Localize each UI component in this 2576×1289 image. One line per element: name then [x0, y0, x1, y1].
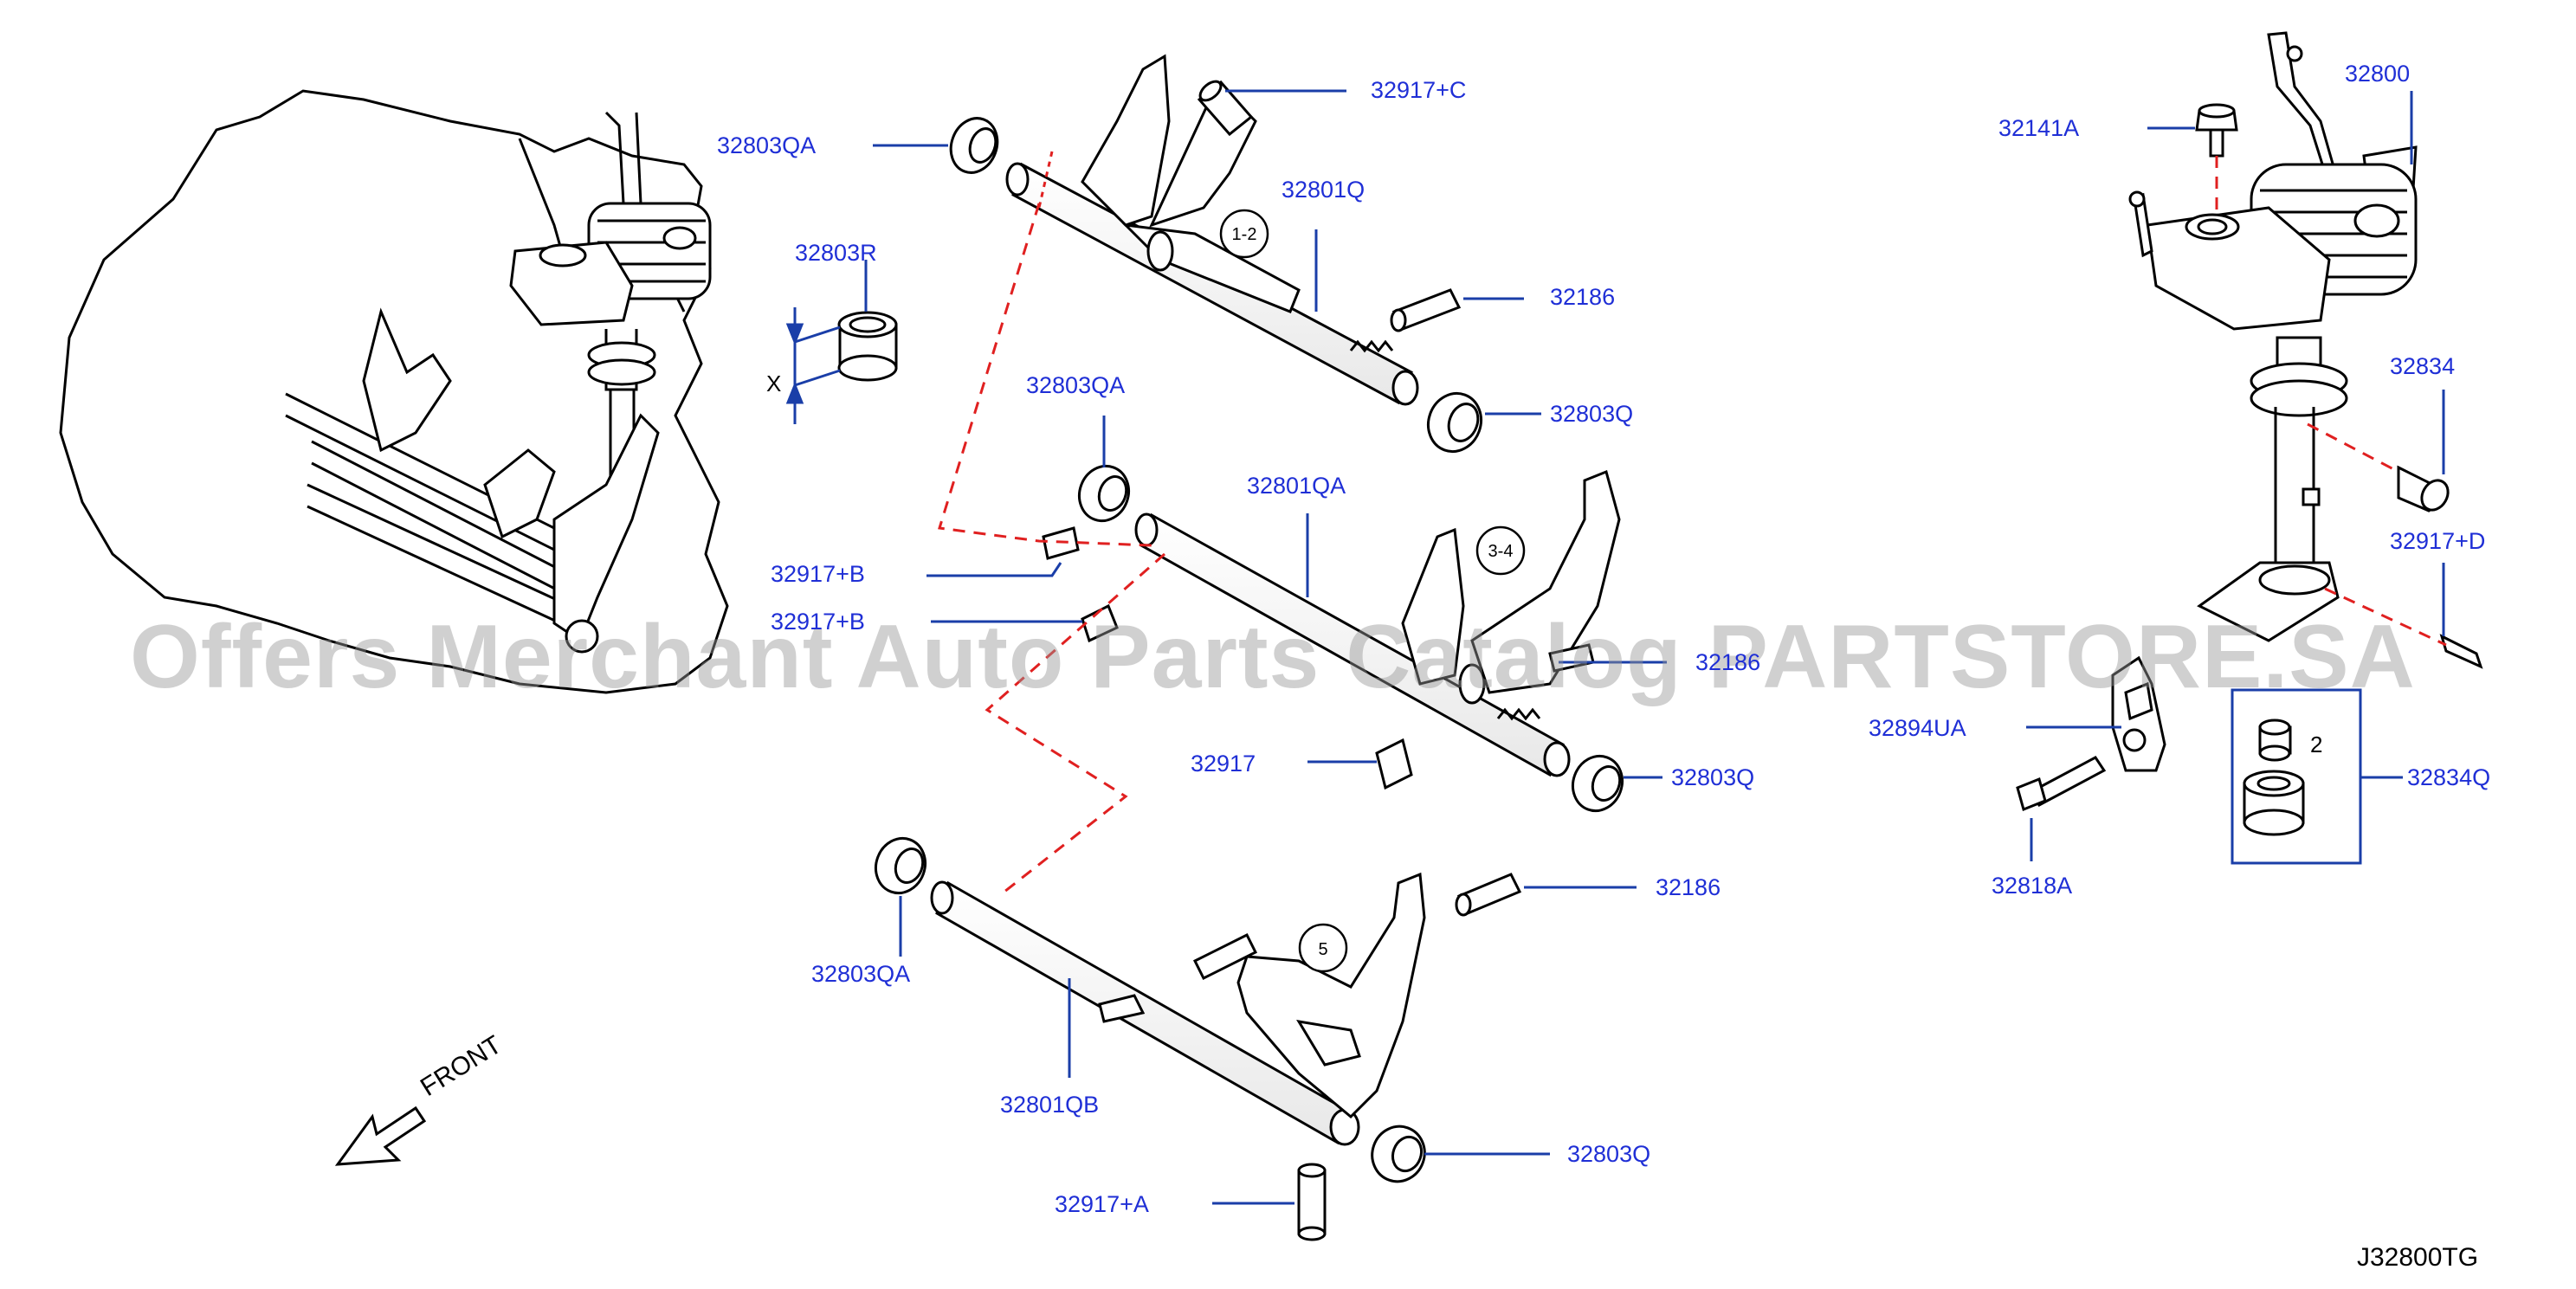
transmission-case [59, 89, 729, 694]
callout-32894ua[interactable]: 32894UA [1869, 715, 1966, 741]
kit-parts-32834q [2243, 719, 2305, 836]
callout-32803qa-bot[interactable]: 32803QA [811, 961, 911, 987]
gear-badge-5-label: 5 [1318, 940, 1327, 959]
callout-32834q[interactable]: 32834Q [2407, 764, 2491, 790]
callout-32917a[interactable]: 32917+A [1055, 1191, 1149, 1217]
pin-32917d [2439, 634, 2483, 669]
watermark-text: Offers Merchant Auto Parts Catalog PARTS… [130, 607, 2416, 707]
callout-32803qa-mid[interactable]: 32803QA [1026, 372, 1126, 398]
shift-rod-32801qb [930, 872, 1426, 1146]
callout-32917b-2[interactable]: 32917+B [771, 609, 865, 635]
callout-32917[interactable]: 32917 [1191, 751, 1256, 777]
callout-32818a[interactable]: 32818A [1992, 873, 2073, 899]
callout-32801qa[interactable]: 32801QA [1247, 473, 1346, 499]
callout-32801q[interactable]: 32801Q [1282, 177, 1365, 203]
shifter-assembly-32800 [2128, 31, 2418, 642]
bolt-32818a [2016, 756, 2107, 812]
callout-32834[interactable]: 32834 [2390, 353, 2456, 379]
gear-badge-3-4: 3-4 [1475, 525, 1526, 576]
bushings [837, 117, 1624, 1183]
callout-32803q-bot[interactable]: 32803Q [1567, 1141, 1651, 1167]
bolt-32834 [2397, 465, 2450, 512]
quantity-mark: 2 [2310, 732, 2323, 757]
diagram-code: J32800TG [2357, 1243, 2479, 1272]
leader-lines [785, 89, 2445, 1205]
gear-badge-3-4-label: 3-4 [1488, 542, 1514, 561]
gear-badge-1-2-label: 1-2 [1232, 225, 1257, 244]
callout-32186-top[interactable]: 32186 [1550, 284, 1616, 310]
callout-32800[interactable]: 32800 [2345, 61, 2411, 87]
gear-badge-1-2: 1-2 [1219, 209, 1269, 259]
bolt-32141a [2195, 103, 2238, 158]
shift-rod-32801qa [1134, 469, 1621, 777]
callout-32141a[interactable]: 32141A [1998, 115, 2080, 141]
front-arrow-icon [334, 1105, 427, 1166]
callout-32186-mid[interactable]: 32186 [1695, 649, 1761, 675]
callout-32917d[interactable]: 32917+D [2390, 528, 2486, 554]
callout-32803qa-top[interactable]: 32803QA [717, 132, 817, 158]
callout-32803q-top[interactable]: 32803Q [1550, 401, 1634, 427]
pins [1042, 80, 1595, 1241]
callout-32803q-mid[interactable]: 32803Q [1671, 764, 1755, 790]
bracket-32894ua [2111, 655, 2166, 772]
callout-32917c[interactable]: 32917+C [1371, 77, 1467, 103]
dashed-guides [938, 151, 2447, 893]
callout-32917b-1[interactable]: 32917+B [771, 561, 865, 587]
gear-badge-5: 5 [1298, 923, 1348, 973]
callout-32803r[interactable]: 32803R [795, 240, 877, 266]
callout-32186-bot[interactable]: 32186 [1656, 874, 1721, 900]
callout-32801qb[interactable]: 32801QB [1000, 1092, 1100, 1118]
dimension-x-label: X [766, 371, 782, 396]
